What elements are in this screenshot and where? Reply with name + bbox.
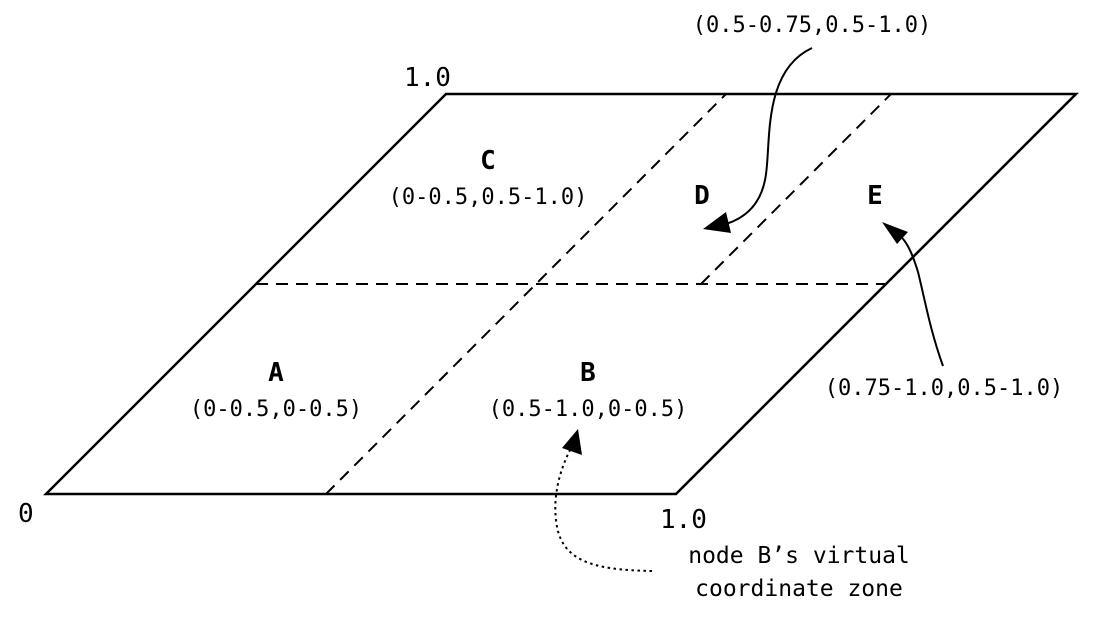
vertical-divider-x-half [325, 93, 727, 495]
zone-e-arrowhead [882, 222, 908, 244]
zone-d-pointer-arrow [725, 47, 813, 225]
zone-a-range: (0-0.5,0-0.5) [190, 397, 362, 422]
zone-d-arrowhead [703, 212, 731, 233]
y-max-label: 1.0 [404, 63, 451, 93]
zone-e-range: (0.75-1.0,0.5-1.0) [825, 376, 1063, 401]
vertical-divider-x-three-quarter [700, 93, 892, 285]
zone-d-letter: D [694, 181, 710, 211]
zone-b-range: (0.5-1.0,0-0.5) [489, 397, 688, 422]
zone-b-letter: B [580, 358, 596, 388]
zone-b-note-arrowhead [562, 429, 582, 455]
zone-e-pointer-arrow [897, 233, 944, 367]
zone-d-range: (0.5-0.75,0.5-1.0) [693, 13, 931, 38]
x-max-label: 1.0 [660, 505, 707, 535]
zone-b-note-pointer [554, 449, 653, 572]
zone-b-note-line2: coordinate zone [695, 576, 903, 602]
zone-a-letter: A [268, 358, 284, 388]
coordinate-space-boundary [42, 92, 1080, 496]
zone-b-note-line1: node B’s virtual [688, 543, 910, 569]
zone-c-range: (0-0.5,0.5-1.0) [389, 185, 588, 210]
zone-c-letter: C [480, 146, 496, 176]
zone-e-letter: E [867, 181, 883, 211]
origin-label: 0 [18, 499, 34, 529]
